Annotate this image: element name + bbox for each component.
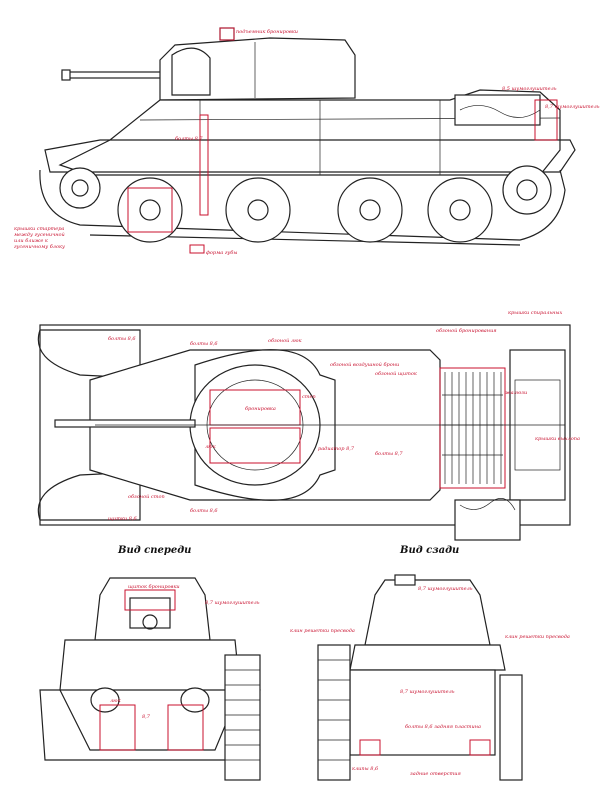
gun-barrel — [61, 71, 173, 79]
label-plan-air: обзоной воздушной брони — [330, 361, 399, 368]
label-rear-3: клин решетки пресвода — [505, 634, 570, 640]
label-plan-bolts-1: болты 8,6 — [108, 335, 136, 342]
rear-track-right — [499, 674, 523, 781]
label-side-bottom: форма губы — [206, 249, 237, 256]
label-rear-7: задние отверстия — [410, 771, 461, 777]
label-plan-observ: обзоной щиток — [375, 370, 417, 377]
label-side-note-1: крышки стартера — [14, 226, 64, 232]
label-side-bolts: болты 8,7 — [175, 135, 203, 142]
label-plan-cover: обзоной бронирования — [436, 327, 497, 334]
label-plan-fender: щитки 8,6 — [108, 516, 138, 522]
plan-exhaust — [454, 499, 521, 541]
label-plan-bolts-3: болты 8,6 — [190, 507, 218, 514]
label-plan-hatch2: люк — [205, 444, 216, 450]
label-front-3: люк — [110, 698, 121, 704]
front-view-title: Вид спереди — [117, 545, 191, 556]
label-side-note-4: гусеничному блоку — [14, 243, 65, 250]
label-side-note-3: или ближе к — [14, 237, 48, 244]
label-plan-shutters: крышки спиральных — [508, 310, 562, 316]
rear-view: 8,7 шумоглушитель клин решетки пресвода … — [290, 574, 570, 781]
side-view: подъемник бронировки болты 8,7 8,5 шумог… — [14, 27, 600, 256]
rear-view-title: Вид сзади — [399, 545, 459, 556]
label-rear-4: 8,7 шумоглушитель — [400, 689, 455, 695]
label-plan-louvers: жалюзи — [505, 390, 527, 396]
label-side-muffler-2: 8,7 шумоглушитель — [545, 104, 600, 110]
label-plan-step: степ — [302, 394, 316, 400]
label-plan-bronir: бронировка — [245, 405, 276, 412]
front-track — [224, 654, 261, 781]
label-rear-6: клипы 8,6 — [352, 766, 379, 772]
label-plan-bolts-4: болты 8,7 — [375, 450, 403, 457]
side-turret — [159, 37, 356, 101]
label-plan-cap: обзоной стоп — [128, 493, 165, 500]
label-rear-1: 8,7 шумоглушитель — [418, 586, 473, 592]
label-plan-rad: радиатор 8,7 — [318, 446, 355, 452]
front-view: щиток бронировки 8,7 шумоглушитель люк 8… — [39, 577, 261, 781]
rear-hull — [349, 669, 496, 756]
label-front-4: 8,7 — [142, 714, 151, 720]
side-road-wheels — [59, 165, 552, 243]
label-plan-rear-note: крышки выхлопа — [535, 436, 580, 442]
rear-track-left — [317, 644, 351, 781]
label-front-2: 8,7 шумоглушитель — [205, 600, 260, 606]
label-rear-5: болты 8,6 задняя пластина — [405, 723, 481, 730]
plan-gun — [54, 419, 196, 428]
side-track — [39, 169, 566, 241]
plan-view: болты 8,6 болты 8,6 болты 8,6 обзоной лю… — [37, 310, 580, 541]
plan-grille — [439, 367, 506, 489]
label-front-1: щиток бронировки — [128, 583, 180, 590]
label-plan-bolts-2: болты 8,6 — [190, 340, 218, 347]
side-periscope — [219, 27, 235, 41]
plan-outline — [39, 324, 571, 526]
label-plan-hatch: обзоной люк — [268, 337, 301, 344]
label-top-periscope: подъемник бронировки — [236, 28, 298, 35]
label-side-muffler-1: 8,5 шумоглушитель — [502, 86, 557, 92]
label-side-note-2: между гусеничной — [14, 232, 65, 238]
label-rear-2: клин решетки пресвода — [290, 628, 355, 634]
front-hull — [59, 639, 241, 751]
side-engine-deck — [454, 94, 541, 126]
